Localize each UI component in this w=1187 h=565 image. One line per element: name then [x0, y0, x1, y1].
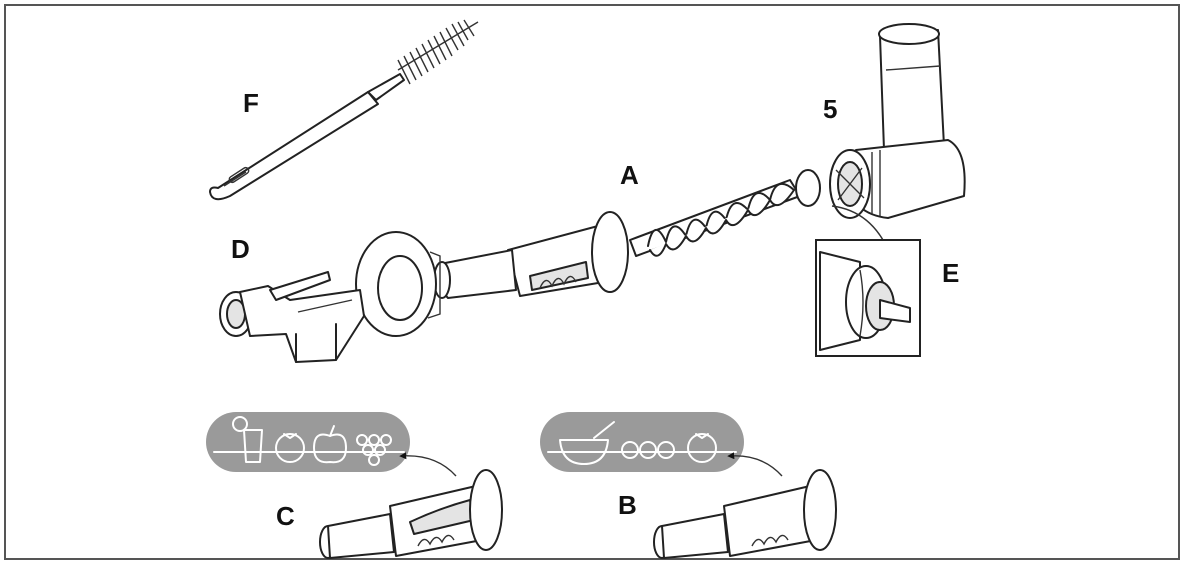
label-d: D — [231, 234, 250, 264]
strainer — [433, 211, 629, 299]
strainer-b — [653, 469, 837, 559]
auger — [629, 169, 821, 257]
label-e: E — [942, 258, 959, 288]
label-b: B — [618, 490, 637, 520]
arrow-c-icon — [399, 452, 457, 477]
ring-nut — [355, 231, 441, 337]
label-f: F — [243, 88, 259, 118]
pill-c-banner — [206, 412, 410, 472]
tomato-icon — [687, 433, 717, 463]
auger-assembly — [355, 169, 821, 337]
strainer-c — [319, 469, 503, 559]
detail-inset — [815, 239, 921, 357]
label-a: A — [620, 160, 639, 190]
arrow-b-icon — [727, 452, 783, 477]
juice-outlet — [219, 271, 365, 363]
cleaning-brush — [209, 19, 479, 201]
pill-b-banner — [540, 412, 744, 472]
grapes-icon — [356, 434, 392, 466]
label-5: 5 — [823, 94, 837, 124]
apple-icon — [313, 425, 347, 464]
label-c: C — [276, 501, 295, 531]
grinder-housing — [829, 23, 966, 219]
berries-icon — [621, 441, 675, 459]
brush-bristles — [397, 19, 479, 85]
tomato-icon — [275, 433, 305, 463]
